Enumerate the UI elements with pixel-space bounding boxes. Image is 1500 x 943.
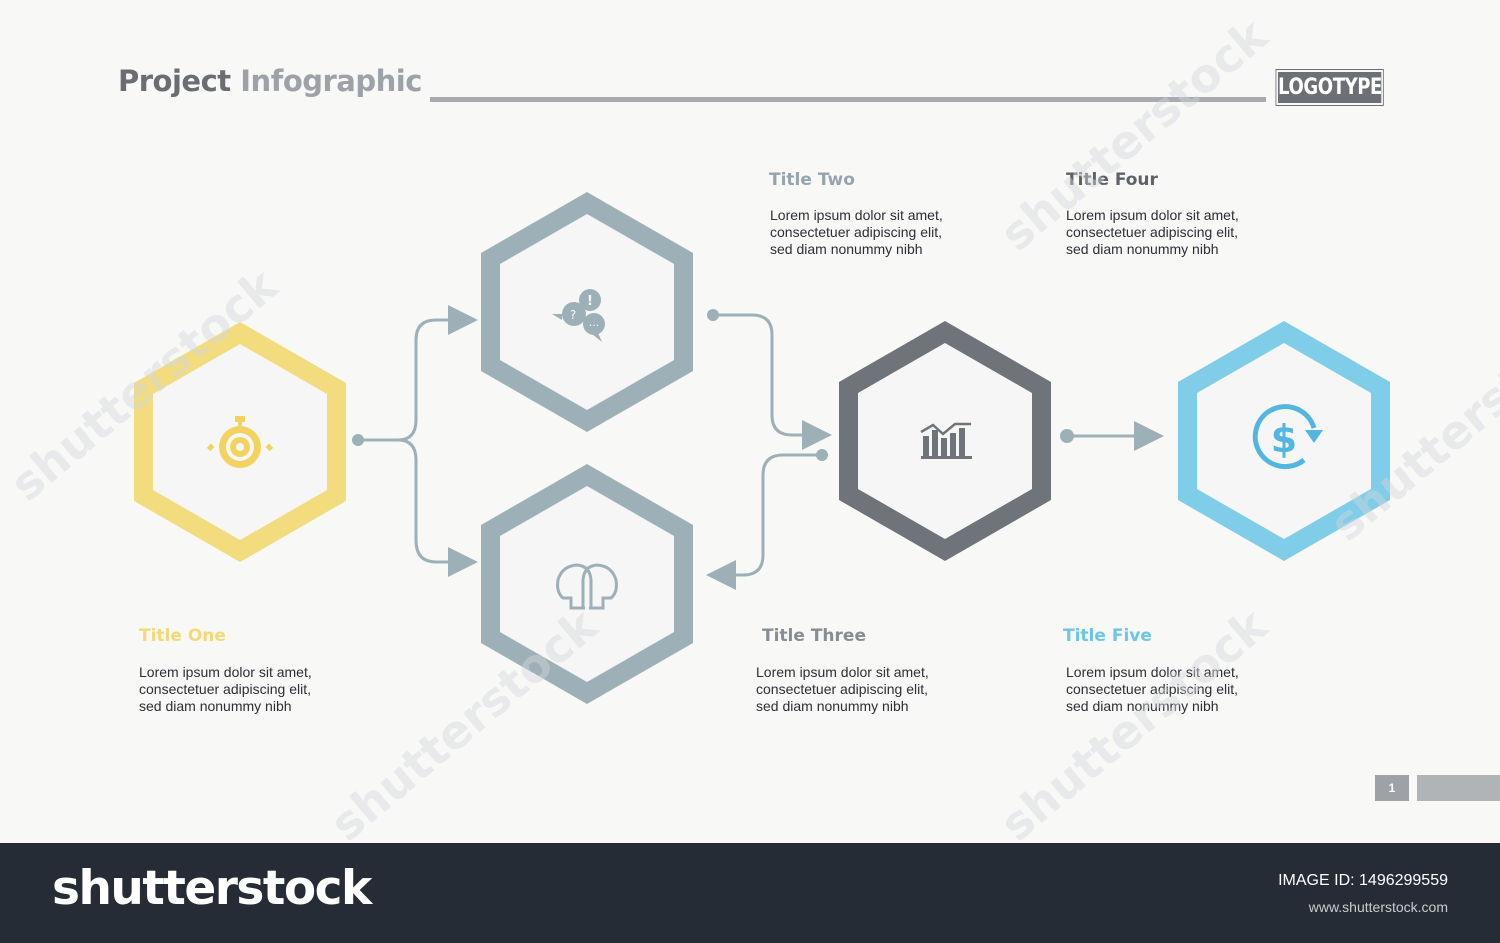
stopwatch-gear-icon (206, 416, 274, 468)
node-four (839, 321, 1051, 561)
process-diagram: ? ! ... (134, 192, 1390, 704)
image-id-label: IMAGE ID: (1278, 872, 1355, 889)
connectors (352, 305, 1164, 590)
title-infographic: Infographic (240, 64, 422, 98)
svg-text:...: ... (589, 316, 600, 329)
logo: LOGOTYPE (1278, 72, 1382, 103)
two-heads-icon (556, 563, 618, 610)
node-five-inner (1197, 343, 1371, 539)
brand-logo: shutterstock (52, 861, 372, 916)
svg-text:!: ! (587, 294, 593, 309)
title-two: Title Two (769, 170, 855, 190)
node-three (481, 464, 693, 704)
slide: Project Infographic LOGOTYPE (0, 8, 1500, 852)
title-one: Title One (139, 626, 226, 646)
connector-two-to-four (713, 313, 832, 450)
connector-four-to-three (706, 453, 822, 590)
connector-one-to-three (397, 438, 478, 577)
body-three: Lorem ipsum dolor sit amet, consectetuer… (756, 664, 929, 714)
footer-bar: shutterstock IMAGE ID: 1496299559 www.sh… (0, 843, 1500, 943)
image-id: IMAGE ID: 1496299559 (1278, 872, 1448, 890)
title-four: Title Four (1066, 170, 1158, 190)
body-one: Lorem ipsum dolor sit amet, consectetuer… (139, 664, 312, 714)
dollar-refresh-icon: $ (1252, 404, 1323, 469)
node-one (134, 322, 346, 562)
title-project: Project (118, 64, 231, 98)
svg-text:?: ? (570, 308, 576, 322)
node-two: ? ! ... (481, 192, 693, 432)
body-five: Lorem ipsum dolor sit amet, consectetuer… (1066, 664, 1239, 714)
node-two-inner (500, 214, 674, 410)
connector-one-to-two (358, 305, 478, 442)
page-bar (1417, 775, 1500, 801)
title-three: Title Three (762, 626, 866, 646)
bar-chart-trend-icon (920, 422, 972, 459)
page-title: Project Infographic (118, 64, 422, 98)
speech-bubbles-icon: ? ! ... (552, 289, 605, 342)
site-url[interactable]: www.shutterstock.com (1308, 899, 1448, 915)
page-number: 1 (1375, 775, 1409, 801)
node-three-inner (500, 486, 674, 682)
image-id-value: 1496299559 (1359, 872, 1448, 889)
body-four: Lorem ipsum dolor sit amet, consectetuer… (1066, 207, 1239, 257)
svg-text:$: $ (1271, 417, 1297, 461)
title-divider (430, 97, 1266, 102)
title-five: Title Five (1063, 626, 1152, 646)
body-two: Lorem ipsum dolor sit amet, consectetuer… (770, 207, 943, 257)
node-five: $ (1178, 321, 1390, 561)
